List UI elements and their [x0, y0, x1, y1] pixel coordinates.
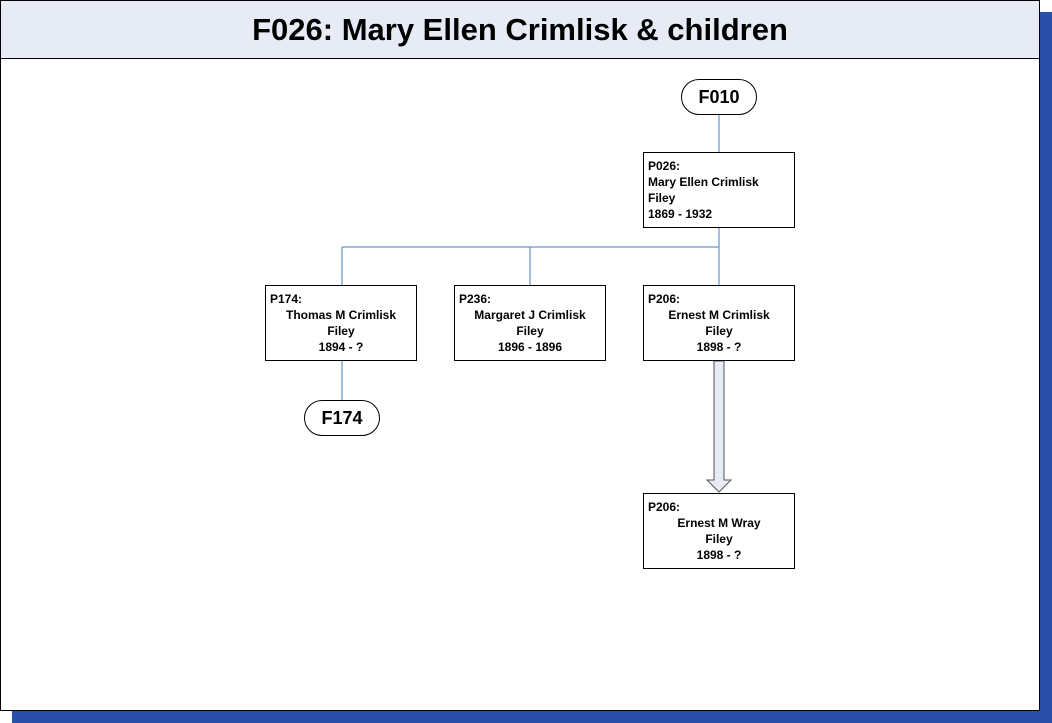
- person-dates: 1894 - ?: [318, 340, 364, 354]
- person-id: P206:: [648, 500, 681, 514]
- chart-page: F026: Mary Ellen Crimlisk & children F01…: [0, 0, 1040, 711]
- page-title: F026: Mary Ellen Crimlisk & children: [252, 11, 788, 47]
- family-link-f174-label: F174: [321, 407, 363, 428]
- person-name: Thomas M Crimlisk: [285, 308, 397, 322]
- person-dates: 1896 - 1896: [497, 340, 563, 354]
- person-name: Margaret J Crimlisk: [474, 308, 586, 322]
- person-name: Ernest M Wray: [677, 516, 761, 530]
- person-id: P236:: [459, 292, 492, 306]
- rename-arrow: [705, 360, 733, 493]
- person-id: P206:: [648, 292, 681, 306]
- person-dates: 1898 - ?: [696, 340, 742, 354]
- person-place: Filey: [516, 324, 544, 338]
- person-place: Filey: [648, 191, 676, 205]
- title-bar: F026: Mary Ellen Crimlisk & children: [1, 1, 1039, 59]
- person-box-p174[interactable]: P174: Thomas M Crimlisk Filey 1894 - ?: [265, 285, 417, 361]
- person-id: P174:: [270, 292, 303, 306]
- connector-lines: [341, 115, 733, 493]
- person-box-p206-renamed[interactable]: P206: Ernest M Wray Filey 1898 - ?: [643, 493, 795, 569]
- person-name: Mary Ellen Crimlisk: [648, 175, 759, 189]
- person-box-p026[interactable]: P026: Mary Ellen Crimlisk Filey 1869 - 1…: [643, 152, 795, 228]
- family-link-f010[interactable]: F010: [681, 79, 757, 115]
- person-box-p206[interactable]: P206: Ernest M Crimlisk Filey 1898 - ?: [643, 285, 795, 361]
- person-box-p236[interactable]: P236: Margaret J Crimlisk Filey 1896 - 1…: [454, 285, 606, 361]
- person-place: Filey: [705, 324, 733, 338]
- person-id: P026:: [648, 159, 681, 173]
- person-dates: 1898 - ?: [696, 548, 742, 562]
- person-name: Ernest M Crimlisk: [668, 308, 770, 322]
- person-dates: 1869 - 1932: [648, 207, 713, 221]
- family-link-f174[interactable]: F174: [304, 400, 380, 436]
- person-place: Filey: [327, 324, 355, 338]
- family-link-f010-label: F010: [698, 86, 740, 107]
- person-place: Filey: [705, 532, 733, 546]
